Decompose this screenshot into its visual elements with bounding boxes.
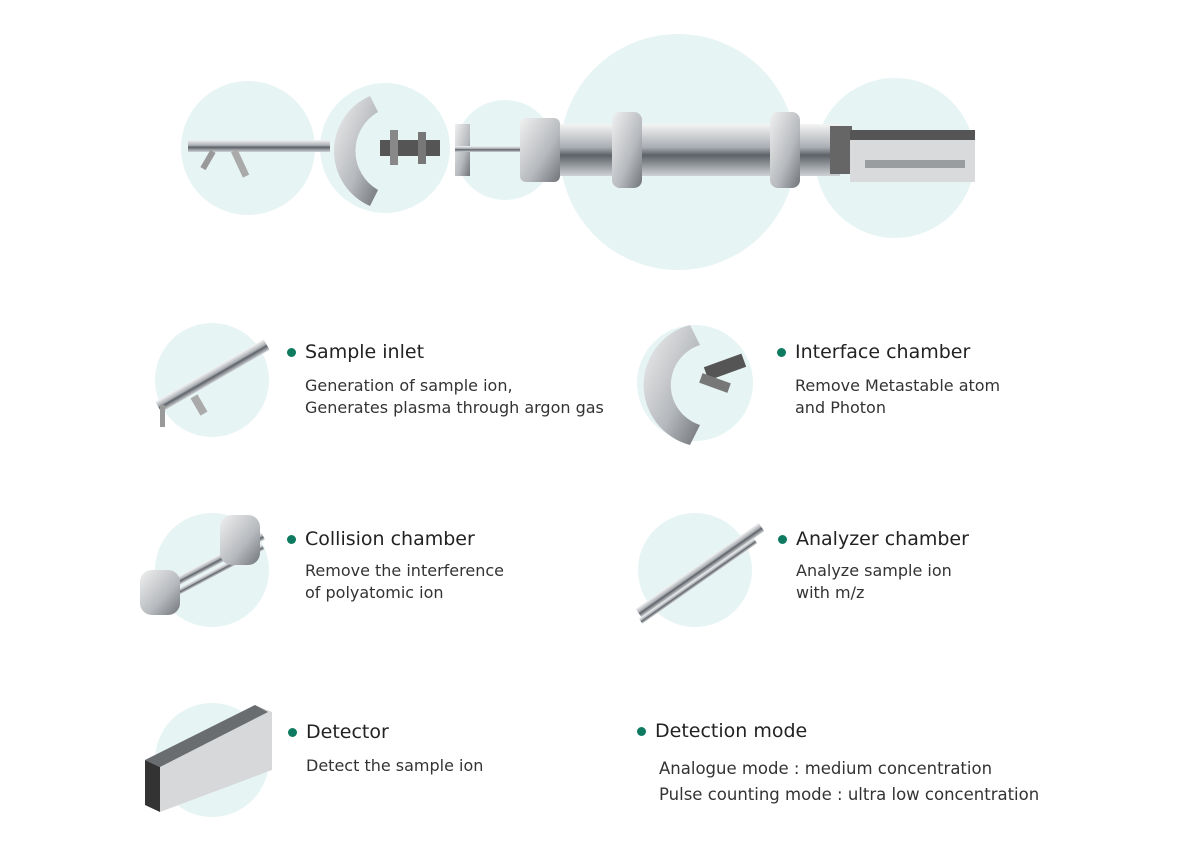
- bullet-icon: [777, 347, 786, 357]
- item-description: Analyze sample ion: [796, 561, 952, 580]
- item-analyzer-chamber: Analyzer chamber Analyze sample ion with …: [778, 526, 969, 604]
- analyzer-chamber-icon: [635, 522, 765, 624]
- interface-chamber-icon: [643, 325, 747, 445]
- detector-icon: [145, 705, 272, 812]
- bullet-icon: [287, 347, 296, 357]
- bullet-icon: [288, 727, 297, 737]
- item-description: Generation of sample ion,: [305, 376, 513, 395]
- inlet-part: [188, 140, 330, 178]
- bullet-icon: [287, 534, 296, 544]
- item-description: of polyatomic ion: [305, 583, 444, 602]
- interface-lens-part: [380, 130, 440, 165]
- item-title: Sample inlet: [305, 341, 425, 363]
- item-sample-inlet: Sample inlet Generation of sample ion, Ge…: [287, 339, 604, 419]
- item-description: with m/z: [796, 583, 865, 602]
- item-description: Detect the sample ion: [306, 756, 484, 775]
- item-interface-chamber: Interface chamber Remove Metastable atom…: [777, 339, 1000, 419]
- interface-cone-part: [333, 96, 378, 206]
- item-description: Pulse counting mode : ultra low concentr…: [659, 785, 1040, 804]
- analyzer-part: [520, 112, 852, 188]
- item-description: Analogue mode : medium concentration: [659, 759, 993, 778]
- detector-part: [850, 130, 975, 182]
- item-collision-chamber: Collision chamber Remove the interferenc…: [287, 526, 504, 604]
- collision-chamber-icon: [140, 515, 265, 615]
- item-description: Remove the interference: [305, 561, 504, 580]
- item-title: Interface chamber: [795, 341, 971, 363]
- item-title: Collision chamber: [305, 528, 475, 550]
- item-description: and Photon: [795, 398, 886, 417]
- bullet-icon: [778, 534, 787, 544]
- bullet-icon: [637, 726, 646, 736]
- item-detection-mode: Detection mode Analogue mode : medium co…: [637, 718, 1039, 808]
- item-description: Generates plasma through argon gas: [305, 398, 604, 417]
- item-detector: Detector Detect the sample ion: [288, 719, 483, 777]
- item-title: Detection mode: [655, 720, 808, 742]
- connecting-rod: [455, 146, 555, 152]
- sample-inlet-icon: [155, 339, 270, 427]
- item-description: Remove Metastable atom: [795, 376, 1001, 395]
- item-title: Detector: [306, 721, 389, 743]
- item-title: Analyzer chamber: [796, 528, 969, 550]
